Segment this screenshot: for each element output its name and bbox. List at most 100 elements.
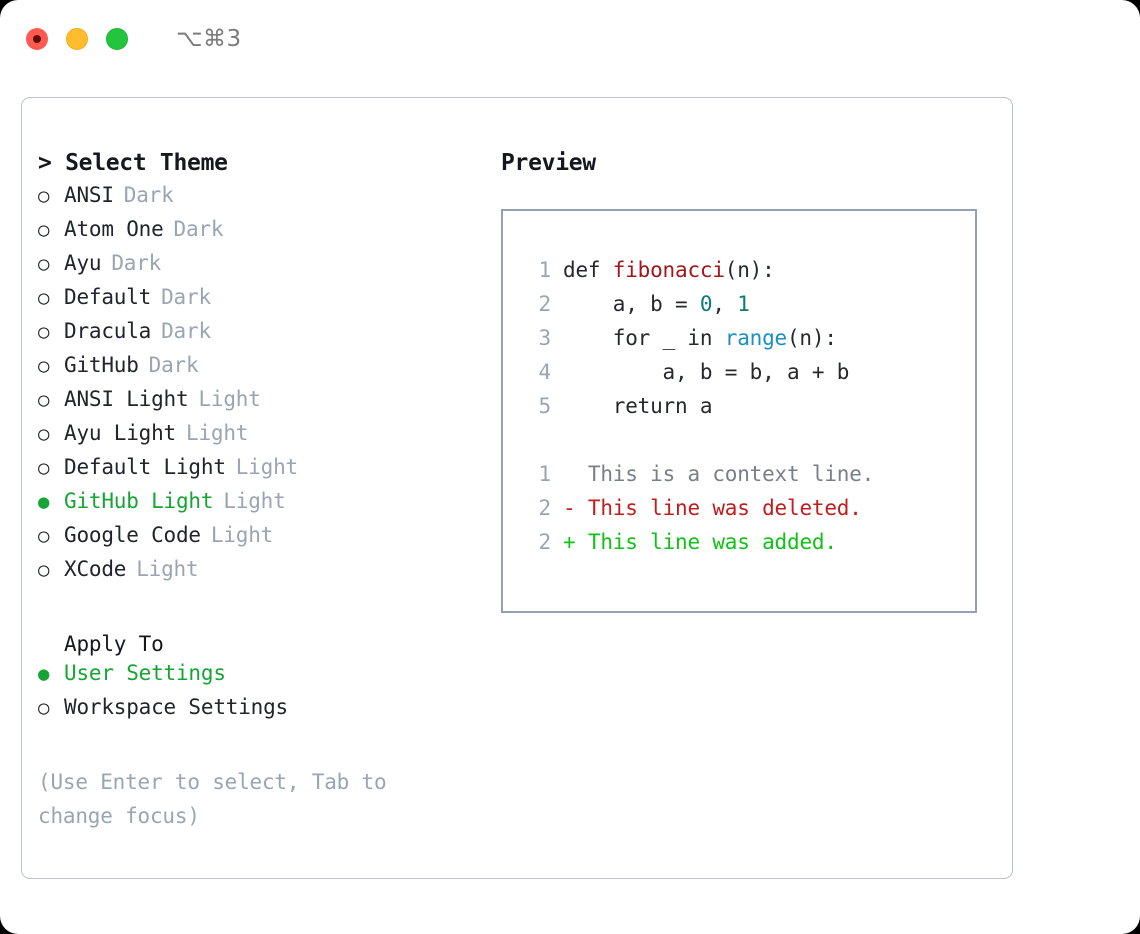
diff-marker: - <box>563 496 576 520</box>
keyboard-hint: (Use Enter to select, Tab to change focu… <box>38 770 387 828</box>
radio-icon: ○ <box>38 321 50 343</box>
theme-list: ○ ANSI Dark ○ Atom One Dark ○ Ayu Dark <box>38 183 478 591</box>
code-token-function: fibonacci <box>612 258 725 282</box>
theme-item-tag: Light <box>235 455 298 479</box>
theme-item-tag: Light <box>210 523 274 547</box>
theme-item-github-dark[interactable]: ○ GitHub Dark <box>38 353 478 387</box>
select-theme-heading: > Select Theme <box>38 150 228 176</box>
line-number: 2 <box>538 496 552 520</box>
theme-item-ayu-dark[interactable]: ○ Ayu Dark <box>38 251 478 285</box>
radio-icon: ○ <box>38 697 50 719</box>
code-line: 1 def fibonacci(n): <box>521 258 975 292</box>
theme-item-dracula-dark[interactable]: ○ Dracula Dark <box>38 319 478 353</box>
theme-item-tag: Dark <box>161 319 211 343</box>
radio-icon-selected: ● <box>38 663 50 685</box>
code-content: for _ in range(n): <box>563 326 837 350</box>
line-number: 1 <box>538 258 552 282</box>
theme-item-tag: Light <box>198 387 261 411</box>
theme-item-label: Atom One <box>64 217 164 241</box>
apply-to-heading: Apply To <box>64 632 164 656</box>
theme-item-ansi-dark[interactable]: ○ ANSI Dark <box>38 183 478 217</box>
theme-item-tag: Light <box>223 489 286 513</box>
minimize-button[interactable] <box>66 28 88 50</box>
line-number: 4 <box>538 360 552 384</box>
radio-icon-selected: ● <box>38 491 50 513</box>
apply-to-item-user-settings[interactable]: ● User Settings <box>38 661 478 695</box>
theme-item-label: Ayu Light <box>64 421 176 445</box>
theme-item-label: Default Light <box>64 455 226 479</box>
diff-line-added: 2 + This line was added. <box>521 530 975 564</box>
theme-item-label: XCode <box>64 557 127 581</box>
diff-line-context: 1 This is a context line. <box>521 462 975 496</box>
line-number: 2 <box>538 292 552 316</box>
code-line: 2 a, b = 0, 1 <box>521 292 975 326</box>
radio-icon: ○ <box>38 287 50 309</box>
theme-item-default-light[interactable]: ○ Default Light Light <box>38 455 478 489</box>
theme-item-tag: Light <box>136 557 199 581</box>
theme-item-label: Ayu <box>64 251 102 275</box>
diff-text <box>575 496 587 520</box>
preview-heading: Preview <box>501 150 596 176</box>
radio-icon: ○ <box>38 219 50 241</box>
code-content: a, b = 0, 1 <box>563 292 750 316</box>
diff-marker <box>563 462 575 486</box>
apply-to-section: Apply To ● User Settings ○ Workspace Set… <box>38 627 478 729</box>
radio-icon: ○ <box>38 253 50 275</box>
theme-item-xcode[interactable]: ○ XCode Light <box>38 557 478 591</box>
apply-to-item-workspace-settings[interactable]: ○ Workspace Settings <box>38 695 478 729</box>
code-token-number: 1 <box>737 292 750 316</box>
theme-item-ayu-light[interactable]: ○ Ayu Light Light <box>38 421 478 455</box>
radio-icon: ○ <box>38 185 50 207</box>
line-number: 5 <box>538 394 552 418</box>
theme-item-label: ANSI Light <box>64 387 189 411</box>
theme-item-label: GitHub <box>64 353 139 377</box>
diff-text <box>575 462 587 486</box>
code-token-number: 0 <box>699 292 713 316</box>
diff-text <box>575 530 587 554</box>
theme-item-github-light[interactable]: ● GitHub Light Light <box>38 489 478 523</box>
theme-item-ansi-light[interactable]: ○ ANSI Light Light <box>38 387 478 421</box>
theme-item-default-dark[interactable]: ○ Default Dark <box>38 285 478 319</box>
theme-item-tag: Dark <box>123 183 174 207</box>
theme-item-tag: Light <box>186 421 249 445</box>
theme-item-tag: Dark <box>148 353 199 377</box>
code-content: a, b = b, a + b <box>563 360 850 384</box>
code-line: 4 a, b = b, a + b <box>521 360 975 394</box>
diff-content: This line was added. <box>587 530 837 554</box>
radio-icon: ○ <box>38 423 50 445</box>
preview-code-box: 1 def fibonacci(n): 2 a, b = 0, 1 3 for … <box>501 209 977 613</box>
code-token: a, b = <box>563 292 700 316</box>
window-controls <box>26 28 128 50</box>
preview-column: Preview 1 def fibonacci(n): 2 a, b = 0, … <box>501 150 996 613</box>
main-panel: > Select Theme ○ ANSI Dark ○ Atom One Da… <box>21 97 1013 879</box>
radio-icon: ○ <box>38 525 50 547</box>
theme-item-atom-one-dark[interactable]: ○ Atom One Dark <box>38 217 478 251</box>
code-content: return a <box>563 394 713 418</box>
diff-line-deleted: 2 - This line was deleted. <box>521 496 975 530</box>
theme-item-tag: Dark <box>173 217 224 241</box>
radio-icon: ○ <box>38 355 50 377</box>
code-token: (n): <box>724 258 775 282</box>
code-blank-line <box>521 428 975 462</box>
code-content: def fibonacci(n): <box>563 258 775 282</box>
title-bar: ⌥⌘3 <box>0 0 1140 78</box>
code-token: (n): <box>786 326 837 350</box>
radio-icon: ○ <box>38 559 50 581</box>
theme-item-label: Default <box>64 285 152 309</box>
line-number: 3 <box>538 326 552 350</box>
theme-item-label: Dracula <box>64 319 152 343</box>
code-token: for _ in <box>563 326 725 350</box>
recording-indicator-icon <box>33 35 41 43</box>
line-number: 1 <box>538 462 552 486</box>
maximize-button[interactable] <box>106 28 128 50</box>
apply-to-item-label: User Settings <box>64 661 226 685</box>
line-number: 2 <box>538 530 552 554</box>
code-line: 3 for _ in range(n): <box>521 326 975 360</box>
theme-item-label: GitHub Light <box>64 489 214 513</box>
theme-item-google-code[interactable]: ○ Google Code Light <box>38 523 478 557</box>
diff-marker: + <box>563 530 576 554</box>
theme-item-tag: Dark <box>161 285 211 309</box>
close-button[interactable] <box>26 28 48 50</box>
radio-icon: ○ <box>38 389 50 411</box>
